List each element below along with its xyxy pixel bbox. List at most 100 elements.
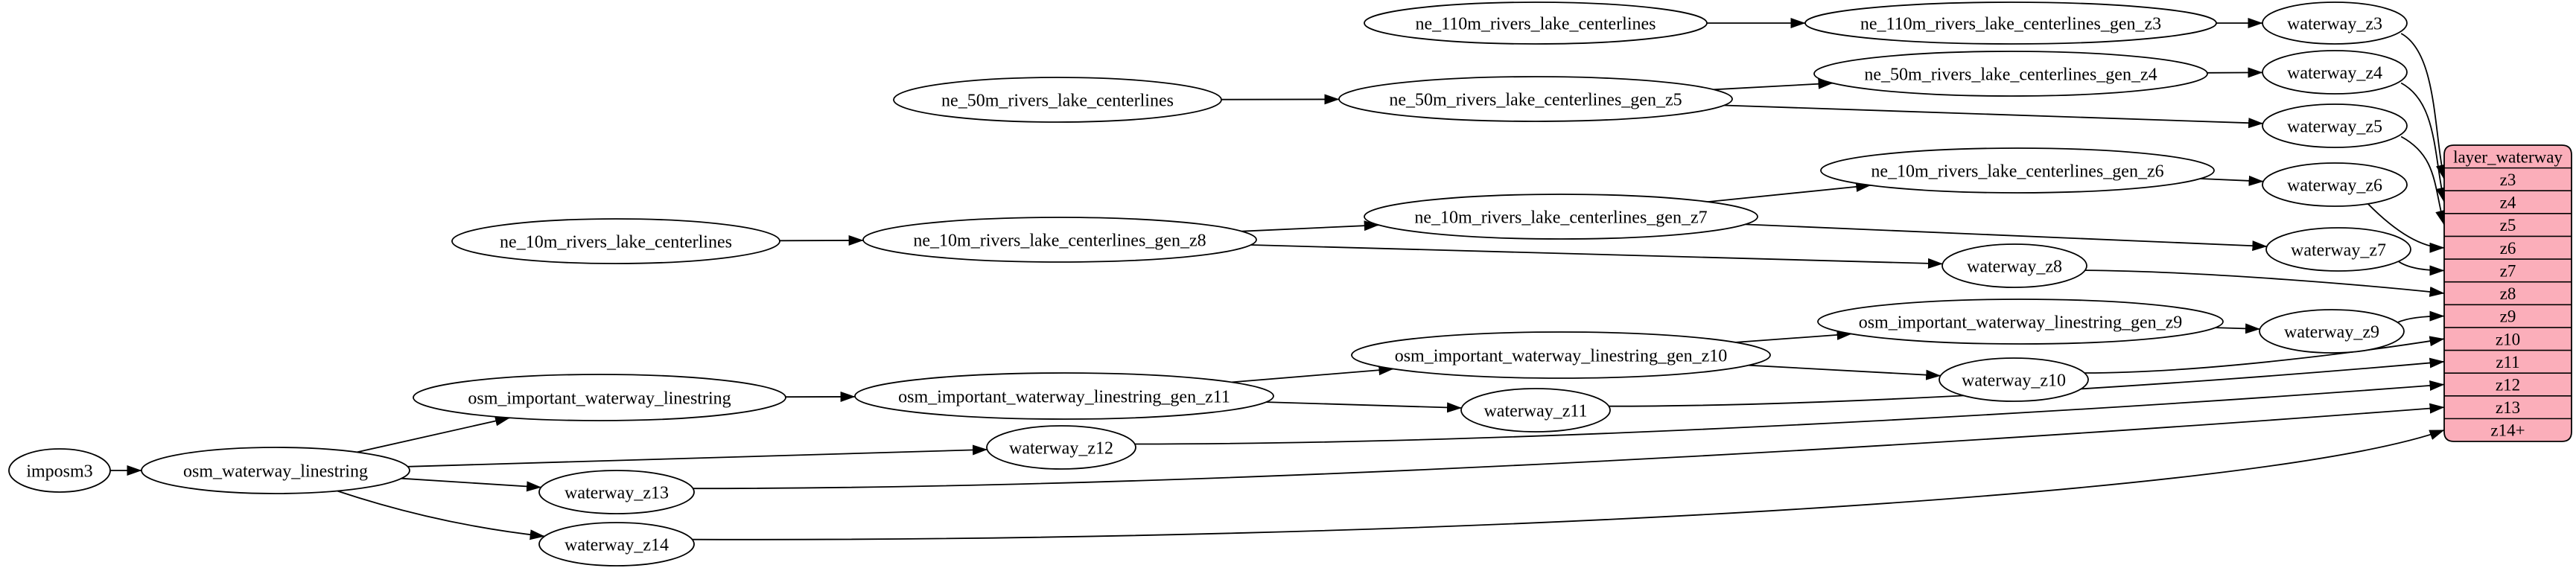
node-label-waterway_z13: waterway_z13: [565, 483, 669, 502]
node-label-waterway_z6: waterway_z6: [2287, 176, 2382, 195]
node-ellipse-waterway_z3: [2262, 1, 2408, 45]
node-waterway_z14: waterway_z14: [538, 522, 695, 567]
record-row-z8: z8: [2500, 284, 2516, 303]
edges-group: [110, 18, 2446, 540]
edge-ne_10m_rivers_lake_centerlines_gen_z7-to-ne_10m_rivers_lake_centerlines_gen_z6: [1708, 181, 1871, 202]
node-ellipse-osm_important_waterway_linestring_gen_z9: [1817, 299, 2224, 345]
node-ne_110m_rivers_lake_centerlines_gen_z3: ne_110m_rivers_lake_centerlines_gen_z3: [1804, 1, 2217, 45]
node-osm_important_waterway_linestring_gen_z9: osm_important_waterway_linestring_gen_z9: [1817, 299, 2224, 345]
node-waterway_z6: waterway_z6: [2262, 162, 2408, 207]
node-ellipse-waterway_z5: [2262, 103, 2408, 148]
node-ellipse-ne_10m_rivers_lake_centerlines_gen_z8: [862, 217, 1257, 263]
node-ellipse-ne_10m_rivers_lake_centerlines_gen_z7: [1364, 194, 1758, 240]
record-row-z12: z12: [2496, 376, 2520, 395]
node-ne_10m_rivers_lake_centerlines_gen_z8: ne_10m_rivers_lake_centerlines_gen_z8: [862, 217, 1257, 263]
node-ellipse-ne_50m_rivers_lake_centerlines_gen_z5: [1338, 76, 1733, 122]
record-header: layer_waterway: [2453, 147, 2563, 166]
node-ellipse-ne_10m_rivers_lake_centerlines_gen_z6: [1820, 147, 2215, 194]
node-ellipse-waterway_z10: [1939, 357, 2089, 402]
node-osm_important_waterway_linestring_gen_z10: osm_important_waterway_linestring_gen_z1…: [1351, 331, 1771, 379]
node-ne_10m_rivers_lake_centerlines_gen_z6: ne_10m_rivers_lake_centerlines_gen_z6: [1820, 147, 2215, 194]
edge-osm_waterway_linestring-to-waterway_z14: [337, 490, 545, 540]
node-ellipse-osm_waterway_linestring: [141, 447, 410, 494]
node-ellipse-ne_10m_rivers_lake_centerlines: [451, 218, 780, 264]
node-label-ne_110m_rivers_lake_centerlines: ne_110m_rivers_lake_centerlines: [1416, 14, 1656, 33]
record-row-z7: z7: [2500, 261, 2516, 280]
node-ellipse-waterway_z8: [1941, 243, 2087, 288]
node-ellipse-waterway_z12: [986, 425, 1136, 470]
node-label-waterway_z3: waterway_z3: [2287, 14, 2382, 33]
edge-waterway_z7-to-layer_waterway-z7: [2398, 261, 2445, 276]
node-label-ne_10m_rivers_lake_centerlines_gen_z6: ne_10m_rivers_lake_centerlines_gen_z6: [1871, 162, 2163, 181]
edge-osm_waterway_linestring-to-osm_important_waterway_linestring: [357, 415, 510, 453]
node-ellipse-ne_110m_rivers_lake_centerlines_gen_z3: [1804, 1, 2217, 45]
edge-osm_important_waterway_linestring_gen_z10-to-waterway_z10: [1749, 364, 1941, 380]
record-row-z13: z13: [2496, 398, 2520, 417]
edge-ne_10m_rivers_lake_centerlines_gen_z7-to-waterway_z7: [1745, 223, 2268, 252]
edge-waterway_z8-to-layer_waterway-z8: [2084, 269, 2445, 297]
node-waterway_z7: waterway_z7: [2265, 227, 2411, 272]
node-ellipse-waterway_z7: [2265, 227, 2411, 272]
node-label-waterway_z9: waterway_z9: [2284, 322, 2379, 342]
node-label-waterway_z14: waterway_z14: [565, 535, 669, 555]
node-label-ne_50m_rivers_lake_centerlines: ne_50m_rivers_lake_centerlines: [941, 91, 1174, 110]
node-label-ne_110m_rivers_lake_centerlines_gen_z3: ne_110m_rivers_lake_centerlines_gen_z3: [1860, 14, 2161, 33]
node-label-osm_important_waterway_linestring_gen_z10: osm_important_waterway_linestring_gen_z1…: [1395, 346, 1728, 366]
node-waterway_z5: waterway_z5: [2262, 103, 2408, 148]
node-ellipse-waterway_z13: [538, 470, 695, 514]
node-ellipse-osm_important_waterway_linestring: [413, 374, 786, 421]
node-ellipse-waterway_z6: [2262, 162, 2408, 207]
node-label-ne_50m_rivers_lake_centerlines_gen_z4: ne_50m_rivers_lake_centerlines_gen_z4: [1864, 65, 2157, 84]
edge-osm_waterway_linestring-to-waterway_z13: [401, 477, 542, 492]
node-ellipse-ne_50m_rivers_lake_centerlines: [893, 77, 1222, 123]
node-label-osm_important_waterway_linestring_gen_z9: osm_important_waterway_linestring_gen_z9: [1859, 313, 2183, 332]
node-waterway_z8: waterway_z8: [1941, 243, 2087, 288]
node-waterway_z10: waterway_z10: [1939, 357, 2089, 402]
node-ellipse-ne_110m_rivers_lake_centerlines: [1364, 1, 1708, 45]
edge-osm_waterway_linestring-to-waterway_z12: [407, 444, 988, 468]
edge-osm_important_waterway_linestring_gen_z10-to-osm_important_waterway_linestring_gen_z9: [1735, 329, 1852, 343]
edge-ne_50m_rivers_lake_centerlines_gen_z5-to-ne_50m_rivers_lake_centerlines_gen_z4: [1713, 78, 1834, 91]
node-label-ne_10m_rivers_lake_centerlines_gen_z8: ne_10m_rivers_lake_centerlines_gen_z8: [913, 231, 1206, 250]
node-label-ne_10m_rivers_lake_centerlines_gen_z7: ne_10m_rivers_lake_centerlines_gen_z7: [1414, 208, 1707, 227]
record-row-z4: z4: [2500, 194, 2516, 212]
nodes-group: imposm3 osm_waterway_linestring osm_import…: [8, 1, 2411, 567]
edge-waterway_z12-to-layer_waterway-z12: [1134, 380, 2445, 445]
node-ne_10m_rivers_lake_centerlines: ne_10m_rivers_lake_centerlines: [451, 218, 780, 264]
node-label-imposm3: imposm3: [26, 462, 92, 481]
edge-osm_important_waterway_linestring_gen_z11-to-waterway_z11: [1266, 401, 1462, 413]
node-label-ne_10m_rivers_lake_centerlines: ne_10m_rivers_lake_centerlines: [500, 232, 732, 252]
node-label-osm_important_waterway_linestring_gen_z11: osm_important_waterway_linestring_gen_z1…: [898, 387, 1230, 406]
record-row-z11: z11: [2496, 353, 2519, 371]
node-label-waterway_z10: waterway_z10: [1962, 371, 2066, 390]
edge-ne_10m_rivers_lake_centerlines_gen_z8-to-waterway_z8: [1250, 244, 1943, 269]
record-row-z3: z3: [2500, 170, 2516, 189]
node-osm_waterway_linestring: osm_waterway_linestring: [141, 447, 410, 494]
record-row-z5: z5: [2500, 216, 2516, 234]
node-ellipse-waterway_z9: [2259, 309, 2405, 354]
node-ne_50m_rivers_lake_centerlines: ne_50m_rivers_lake_centerlines: [893, 77, 1222, 123]
record-layer-waterway: layer_waterwayz3z4z5z6z7z8z9z10z11z12z13…: [2443, 144, 2572, 442]
node-ellipse-waterway_z14: [538, 522, 695, 567]
node-label-waterway_z7: waterway_z7: [2291, 240, 2386, 260]
record-row-z9: z9: [2500, 307, 2516, 326]
edge-waterway_z14-to-layer_waterway-z14+: [692, 429, 2445, 540]
node-label-osm_important_waterway_linestring: osm_important_waterway_linestring: [468, 389, 731, 408]
record-row-z6: z6: [2500, 239, 2516, 258]
node-ellipse-imposm3: [8, 448, 111, 493]
node-waterway_z12: waterway_z12: [986, 425, 1136, 470]
node-label-waterway_z8: waterway_z8: [1967, 257, 2062, 276]
node-ne_110m_rivers_lake_centerlines: ne_110m_rivers_lake_centerlines: [1364, 1, 1708, 45]
node-ne_50m_rivers_lake_centerlines_gen_z5: ne_50m_rivers_lake_centerlines_gen_z5: [1338, 76, 1733, 122]
node-ellipse-osm_important_waterway_linestring_gen_z10: [1351, 331, 1771, 379]
edge-ne_50m_rivers_lake_centerlines_gen_z5-to-waterway_z5: [1724, 104, 2264, 129]
edge-ne_10m_rivers_lake_centerlines_gen_z6-to-waterway_z6: [2200, 175, 2264, 186]
node-label-waterway_z12: waterway_z12: [1009, 438, 1113, 458]
edge-waterway_z10-to-layer_waterway-z10: [2084, 336, 2445, 374]
node-waterway_z9: waterway_z9: [2259, 309, 2405, 354]
node-osm_important_waterway_linestring: osm_important_waterway_linestring: [413, 374, 786, 421]
edge-waterway_z6-to-layer_waterway-z6: [2367, 203, 2445, 253]
node-label-osm_waterway_linestring: osm_waterway_linestring: [183, 462, 368, 481]
